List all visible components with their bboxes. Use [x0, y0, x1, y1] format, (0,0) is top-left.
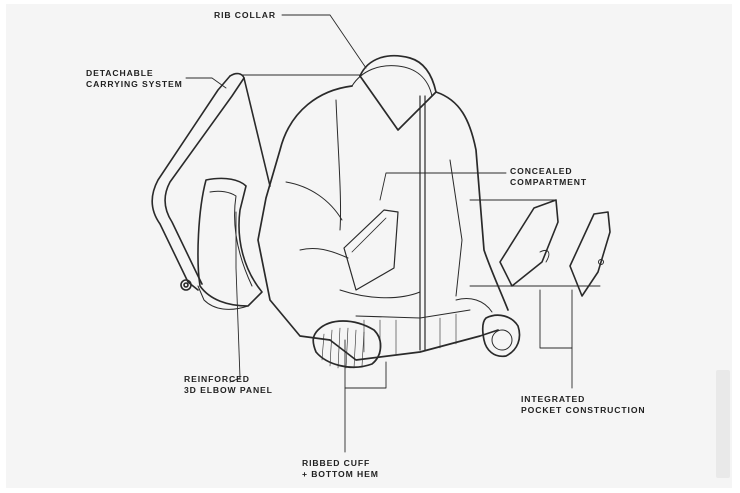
carrying-line2: CARRYING SYSTEM	[86, 79, 183, 89]
leader-pocket	[539, 289, 573, 349]
jacket-body	[257, 54, 521, 369]
leader-rib-collar	[281, 14, 367, 69]
carrying-line1: DETACHABLE	[86, 68, 154, 78]
scrollbar[interactable]	[716, 370, 730, 478]
leader-elbow	[229, 211, 241, 383]
leader-concealed	[379, 172, 507, 201]
label-elbow-panel: REINFORCED 3D ELBOW PANEL	[184, 374, 273, 396]
label-concealed-compartment: CONCEALED COMPARTMENT	[510, 166, 587, 188]
elbow-line2: 3D ELBOW PANEL	[184, 385, 273, 395]
leader-cuff	[344, 339, 387, 389]
pocket-line1: INTEGRATED	[521, 394, 586, 404]
leader-carrying-system	[185, 77, 227, 89]
elbow-line1: REINFORCED	[184, 374, 250, 384]
diagram-panel	[6, 4, 732, 488]
concealed-line1: CONCEALED	[510, 166, 573, 176]
pocket-line2: POCKET CONSTRUCTION	[521, 405, 646, 415]
cuff-line2: + BOTTOM HEM	[302, 469, 379, 479]
concealed-line2: COMPARTMENT	[510, 177, 588, 187]
label-carrying-system: DETACHABLE CARRYING SYSTEM	[86, 68, 183, 90]
label-pocket-construction: INTEGRATED POCKET CONSTRUCTION	[521, 394, 646, 416]
carrying-strap	[151, 72, 271, 291]
rib-collar-text: RIB COLLAR	[214, 10, 276, 20]
label-ribbed-cuff: RIBBED CUFF + BOTTOM HEM	[302, 458, 379, 480]
elbow-panel	[197, 177, 263, 310]
cuff-line1: RIBBED CUFF	[302, 458, 371, 468]
pocket-pieces	[499, 199, 611, 297]
label-rib-collar: RIB COLLAR	[214, 10, 276, 21]
